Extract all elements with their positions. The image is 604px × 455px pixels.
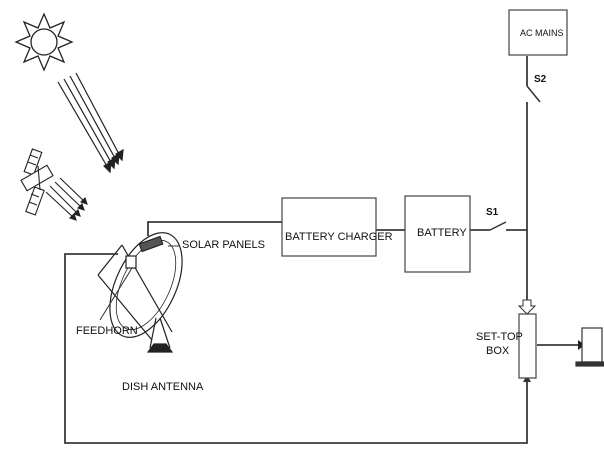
solar-panels-label: SOLAR PANELS [182,239,265,251]
s1-label: S1 [486,207,499,218]
dish-antenna-label: DISH ANTENNA [122,381,204,393]
satellite-signal [45,177,88,221]
battery-charger-label: BATTERY CHARGER [285,231,393,243]
sun-rays [57,72,124,174]
feedhorn-pointer [99,267,133,321]
tv-icon [575,327,604,367]
switch-s1 [489,221,507,231]
switch-s2 [526,85,541,103]
set-top-label-1: SET-TOP [476,331,523,343]
ac-mains-box [508,9,568,56]
feedhorn-label: FEEDHORN [76,325,138,337]
dish-antenna-icon [97,232,183,353]
set-top-box [518,313,537,379]
ac-mains-label: AC MAINS [520,28,564,38]
s2-label: S2 [534,74,547,85]
circuit-wires [64,56,578,444]
sun-icon [14,12,74,72]
set-top-label-2: BOX [486,345,510,357]
battery-label: BATTERY [417,227,467,239]
arrow-down-icon [517,299,537,315]
battery-charger-box [281,197,377,257]
satellite-icon [20,148,54,216]
battery-box [404,195,471,273]
